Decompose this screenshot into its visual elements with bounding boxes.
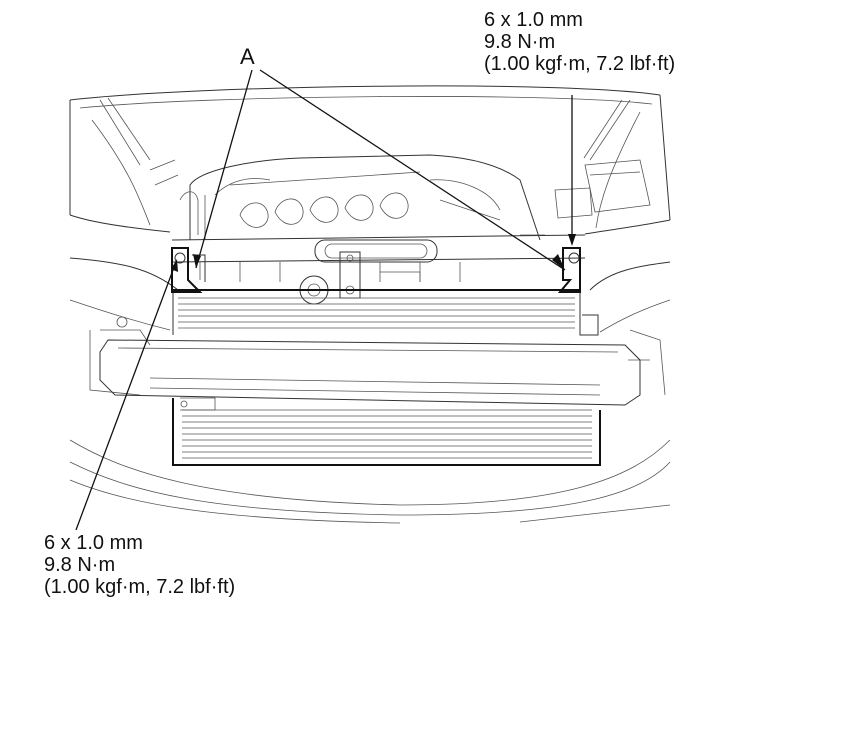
torque-nm: 9.8 N·m bbox=[484, 31, 556, 53]
part-label-a: A bbox=[240, 44, 255, 69]
arrowhead-left-bracket bbox=[193, 254, 201, 268]
arrowhead-right-bolt bbox=[568, 234, 576, 246]
radiator-support bbox=[171, 234, 586, 305]
bracket-a-right bbox=[557, 247, 581, 293]
torque-alt: (1.00 kgf·m, 7.2 lbf·ft) bbox=[484, 53, 676, 75]
torque-nm: 9.8 N·m bbox=[44, 554, 116, 576]
torque-callout-top: 6 x 1.0 mm 9.8 N·m (1.00 kgf·m, 7.2 lbf·… bbox=[484, 9, 675, 75]
torque-alt: (1.00 kgf·m, 7.2 lbf·ft) bbox=[44, 576, 236, 598]
bolt-size: 6 x 1.0 mm bbox=[44, 532, 143, 554]
hood-outline bbox=[69, 85, 671, 229]
leader-lines bbox=[75, 69, 573, 531]
radiator-core bbox=[172, 289, 599, 336]
arrowhead-left-bolt bbox=[171, 259, 178, 272]
fender-lines bbox=[69, 214, 671, 524]
engine-block bbox=[149, 154, 651, 241]
lower-radiator bbox=[172, 397, 601, 466]
bolt-size: 6 x 1.0 mm bbox=[484, 9, 583, 31]
torque-callout-bottom: 6 x 1.0 mm 9.8 N·m (1.00 kgf·m, 7.2 lbf·… bbox=[44, 532, 235, 598]
bumper-beam bbox=[99, 339, 641, 406]
arrowheads bbox=[171, 234, 576, 272]
arrowhead-right-bracket bbox=[552, 254, 565, 270]
